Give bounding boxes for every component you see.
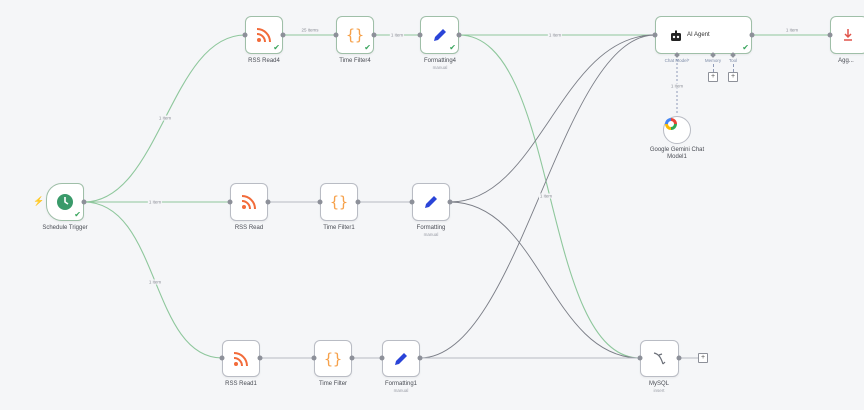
node-time-filter[interactable]: {} (314, 340, 352, 377)
edge-label-agent-agg: 1 item (784, 27, 800, 33)
node-mysql[interactable] (640, 340, 679, 377)
node-label-line2: Model1 (667, 154, 687, 160)
input-port[interactable] (379, 355, 385, 361)
port-label-memory: Memory (704, 58, 722, 63)
node-sublabel: manual (423, 232, 439, 237)
edge-label-trig-bot: 1 item (147, 279, 163, 285)
node-formatting4[interactable]: ✔ (420, 16, 459, 54)
output-port[interactable] (257, 355, 263, 361)
input-port[interactable] (827, 32, 833, 38)
success-check-icon: ✔ (742, 43, 749, 52)
input-port[interactable] (311, 355, 317, 361)
node-time-filter4[interactable]: {} ✔ (336, 16, 374, 54)
node-formatting[interactable] (412, 183, 450, 221)
clock-icon (47, 184, 83, 220)
node-label: RSS Read1 (225, 381, 257, 387)
rss-icon (231, 184, 267, 220)
node-label: RSS Read4 (248, 58, 280, 64)
node-formatting1[interactable] (382, 340, 420, 377)
trigger-bolt-icon: ⚡ (33, 196, 45, 206)
code-braces-icon: {} (329, 193, 349, 211)
input-port[interactable] (219, 355, 225, 361)
node-label: Time Filter1 (323, 225, 355, 231)
code-braces-icon: {} (345, 26, 365, 44)
node-sublabel: manual (393, 388, 409, 393)
success-check-icon: ✔ (74, 210, 81, 219)
node-schedule-trigger[interactable]: ✔ (46, 183, 84, 221)
aggregate-icon (831, 17, 864, 53)
input-port[interactable] (637, 355, 643, 361)
add-node-button[interactable]: + (698, 353, 708, 363)
node-google-gemini-chat-model[interactable] (663, 116, 691, 144)
rss-icon (246, 17, 282, 53)
node-rss-read[interactable] (230, 183, 268, 221)
node-label: Time Filter4 (339, 58, 371, 64)
tool-connector (733, 64, 734, 72)
edge-fmt-agent (449, 34, 656, 203)
edge-label-fmt4-agent: 1 item (547, 32, 563, 38)
pen-icon (383, 341, 419, 376)
google-gemini-icon (664, 117, 690, 136)
output-port[interactable] (417, 355, 423, 361)
output-port[interactable] (676, 355, 682, 361)
node-label: Agg... (838, 58, 854, 64)
node-label: Formatting4 (423, 58, 457, 64)
code-braces-icon: {} (323, 349, 343, 368)
output-port[interactable] (265, 199, 271, 205)
memory-connector (713, 64, 714, 72)
add-tool-button[interactable]: + (728, 72, 738, 82)
input-port[interactable] (242, 32, 248, 38)
node-label: AI Agent (687, 32, 710, 38)
output-port[interactable] (355, 199, 361, 205)
success-check-icon: ✔ (364, 43, 371, 52)
input-port[interactable] (652, 32, 658, 38)
output-port[interactable] (81, 199, 87, 205)
node-label-line1: Google Gemini Chat (649, 147, 705, 153)
node-rss-read4[interactable]: ✔ (245, 16, 283, 54)
pen-icon (413, 184, 449, 220)
robot-icon (670, 29, 682, 41)
input-port[interactable] (417, 32, 423, 38)
input-port[interactable] (317, 199, 323, 205)
edge-label-trig-top: 1 item (157, 115, 173, 121)
edge-label-time4-fmt4: 1 item (389, 32, 405, 38)
success-check-icon: ✔ (449, 43, 456, 52)
node-label: RSS Read (234, 225, 264, 231)
output-port[interactable] (349, 355, 355, 361)
input-port[interactable] (333, 32, 339, 38)
node-label: Schedule Trigger (42, 225, 88, 231)
edge-label-rss4-time4: 25 items (300, 27, 320, 33)
node-sublabel: insert (653, 388, 665, 393)
success-check-icon: ✔ (273, 43, 280, 52)
edge-fmt-mysql (449, 201, 641, 359)
node-label: Formatting (416, 225, 446, 231)
node-label: MySQL (648, 381, 670, 387)
add-memory-button[interactable]: + (708, 72, 718, 82)
output-port[interactable] (456, 32, 462, 38)
node-sublabel: manual (432, 65, 448, 70)
node-label: Formatting1 (384, 381, 418, 387)
pen-icon (421, 17, 458, 53)
rss-icon (223, 341, 259, 376)
edge-fmt1-agent (419, 34, 656, 359)
input-port[interactable] (227, 199, 233, 205)
node-label: Time Filter (318, 381, 348, 387)
database-icon (641, 341, 678, 376)
node-aggregate[interactable] (830, 16, 864, 54)
edge-label-fmt4-mysql: 1 item (538, 193, 554, 199)
output-port[interactable] (749, 32, 755, 38)
node-ai-agent[interactable]: AI Agent ✔ (655, 16, 752, 54)
edge-label-gemini-agent: 1 item (669, 83, 685, 89)
port-label-chat-model: Chat Model* (664, 58, 690, 63)
node-rss-read1[interactable] (222, 340, 260, 377)
output-port[interactable] (371, 32, 377, 38)
node-time-filter1[interactable]: {} (320, 183, 358, 221)
edge-label-trig-mid: 1 item (147, 199, 163, 205)
output-port[interactable] (447, 199, 453, 205)
input-port[interactable] (409, 199, 415, 205)
output-port[interactable] (280, 32, 286, 38)
port-label-tool: Tool (728, 58, 738, 63)
